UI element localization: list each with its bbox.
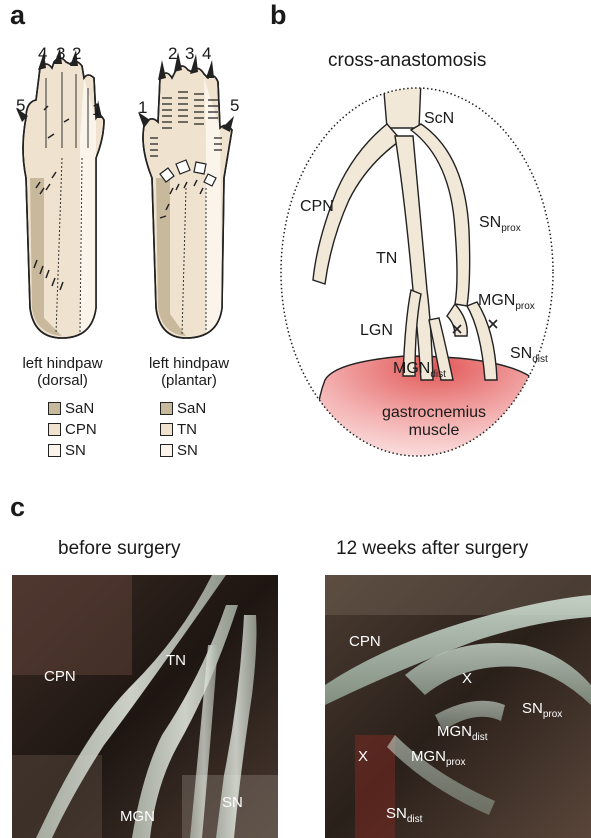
dorsal-paw xyxy=(16,48,104,338)
right-photo-title: 12 weeks after surgery xyxy=(336,538,528,560)
plantar-digit-5: 5 xyxy=(230,96,239,116)
label-sub: dist xyxy=(430,369,446,380)
label-sn-prox: SNprox xyxy=(479,214,521,234)
right-label-sn-prox: SNprox xyxy=(522,700,562,720)
dorsal-legend-sn: SN xyxy=(48,442,86,458)
legend-swatch xyxy=(160,423,173,436)
plantar-digit-1: 1 xyxy=(138,98,147,118)
label-sub: prox xyxy=(446,757,465,768)
label-tn: TN xyxy=(376,250,397,268)
plantar-caption-line2: (plantar) xyxy=(124,372,254,389)
dorsal-digit-1: 1 xyxy=(92,100,101,120)
label-sub: prox xyxy=(543,709,562,720)
plantar-paw xyxy=(138,52,234,338)
label-text: MGN xyxy=(478,292,515,309)
dorsal-digit-4: 4 xyxy=(38,44,47,64)
label-text: SN xyxy=(479,214,501,231)
panel-b-title: cross-anastomosis xyxy=(328,50,486,72)
legend-label: SN xyxy=(177,442,198,459)
left-label-mgn: MGN xyxy=(120,808,155,825)
label-gastrocnemius-muscle: gastrocnemius muscle xyxy=(372,404,496,440)
right-label-x2: X xyxy=(358,748,368,765)
label-text: SN xyxy=(510,345,532,362)
label-text: MGN xyxy=(393,360,430,377)
label-cpn: CPN xyxy=(300,198,334,216)
label-sub: dist xyxy=(532,354,548,365)
label-sub: dist xyxy=(407,814,423,825)
dorsal-digit-3: 3 xyxy=(56,44,65,64)
label-sub: prox xyxy=(501,223,520,234)
dorsal-caption-line2: (dorsal) xyxy=(0,372,125,389)
panel-b-letter: b xyxy=(270,0,287,31)
label-text: MGN xyxy=(437,723,472,740)
legend-swatch xyxy=(48,444,61,457)
plantar-legend-san: SaN xyxy=(160,400,206,416)
dorsal-digit-2: 2 xyxy=(72,44,81,64)
right-label-cpn: CPN xyxy=(349,633,381,650)
label-sn-dist: SNdist xyxy=(510,345,548,365)
right-label-x1: X xyxy=(462,670,472,687)
legend-label: TN xyxy=(177,421,197,438)
panel-a-letter: a xyxy=(10,0,25,31)
dorsal-caption-line1: left hindpaw xyxy=(0,355,125,372)
right-label-mgn-prox: MGNprox xyxy=(411,748,465,768)
dorsal-caption: left hindpaw (dorsal) xyxy=(0,355,125,389)
left-label-sn: SN xyxy=(222,794,243,811)
legend-label: SN xyxy=(65,442,86,459)
nerves xyxy=(313,80,497,380)
dorsal-legend-cpn: CPN xyxy=(48,421,97,437)
panel-c-letter: c xyxy=(10,492,25,523)
legend-swatch xyxy=(160,444,173,457)
plantar-digit-2: 2 xyxy=(168,44,177,64)
label-sub: dist xyxy=(472,732,488,743)
legend-label: SaN xyxy=(65,400,94,417)
left-label-tn: TN xyxy=(166,652,186,669)
label-muscle-line1: gastrocnemius xyxy=(372,404,496,422)
plantar-digit-3: 3 xyxy=(185,44,194,64)
label-text: MGN xyxy=(411,748,446,765)
plantar-legend-tn: TN xyxy=(160,421,197,437)
plantar-caption-line1: left hindpaw xyxy=(124,355,254,372)
label-text: SN xyxy=(522,700,543,717)
label-scn: ScN xyxy=(424,110,454,128)
plantar-digit-4: 4 xyxy=(202,44,211,64)
plantar-caption: left hindpaw (plantar) xyxy=(124,355,254,389)
legend-label: SaN xyxy=(177,400,206,417)
legend-swatch xyxy=(160,402,173,415)
label-mgn-dist: MGNdist xyxy=(393,360,446,380)
dorsal-digit-5: 5 xyxy=(16,96,25,116)
legend-swatch xyxy=(48,402,61,415)
right-label-mgn-dist: MGNdist xyxy=(437,723,488,743)
label-lgn: LGN xyxy=(360,322,393,340)
right-label-sn-dist: SNdist xyxy=(386,805,422,825)
label-sub: prox xyxy=(515,301,534,312)
left-label-cpn: CPN xyxy=(44,668,76,685)
label-text: SN xyxy=(386,805,407,822)
label-muscle-line2: muscle xyxy=(372,422,496,440)
plantar-legend-sn: SN xyxy=(160,442,198,458)
label-mgn-prox: MGNprox xyxy=(478,292,535,312)
left-photo-title: before surgery xyxy=(58,538,181,560)
legend-label: CPN xyxy=(65,421,97,438)
legend-swatch xyxy=(48,423,61,436)
hindpaw-diagrams xyxy=(0,38,250,358)
dorsal-legend-san: SaN xyxy=(48,400,94,416)
